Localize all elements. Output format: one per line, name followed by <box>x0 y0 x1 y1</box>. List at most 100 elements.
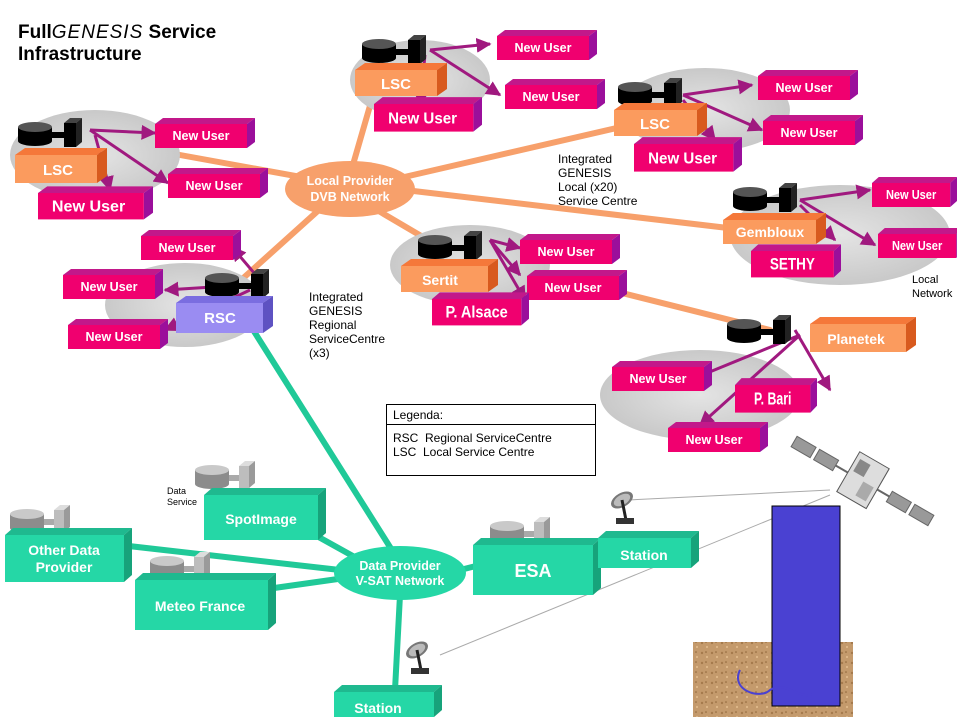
new-user-box: New User <box>527 270 627 300</box>
satellite-icon <box>790 435 935 527</box>
svg-text:New User: New User <box>388 110 457 128</box>
local-service-centre-note: Integrated GENESIS Local (x20) Service C… <box>558 152 637 208</box>
svg-text:New User: New User <box>776 81 833 95</box>
planetek-label: Planetek <box>827 331 885 347</box>
lsc-top-right: LSC <box>614 78 707 136</box>
new-user-box: New User <box>168 168 268 198</box>
title-prefix: Full <box>18 22 52 43</box>
svg-text:P. Bari: P. Bari <box>754 390 791 410</box>
page-title: FullGENESIS Service Infrastructure <box>18 22 216 66</box>
svg-text:New User: New User <box>648 150 717 168</box>
svg-text:New User: New User <box>186 179 243 193</box>
sethy-user-box: SETHY <box>751 244 841 278</box>
planetek-centre: Planetek <box>727 315 916 352</box>
new-user-box: New User <box>63 269 163 299</box>
note-line: Local (x20) <box>558 180 618 194</box>
p-alsace-user-box: P. Alsace <box>432 292 529 326</box>
lsc-top-left: LSC <box>15 118 107 183</box>
lsc-label: LSC <box>43 162 73 179</box>
legend-box: Legenda: RSC Regional ServiceCentre LSC … <box>386 404 596 476</box>
svg-text:New User: New User <box>86 330 143 344</box>
note-line: GENESIS <box>558 166 612 180</box>
svg-text:New User: New User <box>630 372 687 386</box>
legend-row: LSC Local Service Centre <box>393 445 535 459</box>
legend-header: Legenda: <box>387 405 595 425</box>
sertit-label: Sertit <box>422 272 458 288</box>
spotimage-provider: SpotImage <box>195 461 326 540</box>
sertit-centre: Sertit <box>401 231 498 292</box>
title-line2: Infrastructure <box>18 44 142 65</box>
ground-tower <box>693 505 853 717</box>
svg-text:P. Alsace: P. Alsace <box>445 304 508 322</box>
new-user-box: New User <box>668 422 768 452</box>
station-label: Station <box>620 547 667 563</box>
local-provider-dvb-network: Local Provider DVB Network <box>285 161 415 217</box>
other-data-provider: Other Data Provider <box>5 505 132 582</box>
new-user-box: New User <box>68 319 168 349</box>
new-user-box: New User <box>497 30 597 60</box>
svg-text:New User: New User <box>81 280 138 294</box>
gembloux-label: Gembloux <box>736 224 805 240</box>
svg-text:New User: New User <box>515 41 572 55</box>
svg-text:New User: New User <box>886 187 937 202</box>
new-user-box: New User <box>520 234 620 264</box>
data-network-label-2: V-SAT Network <box>356 574 445 588</box>
ground-station: Station <box>334 636 442 717</box>
note-line: Local <box>912 274 939 286</box>
esa-provider: ESA <box>473 517 601 595</box>
note-line: Data <box>167 486 187 496</box>
lsc-label: LSC <box>640 116 670 133</box>
new-user-box: New User <box>38 186 153 220</box>
svg-text:New User: New User <box>52 199 125 216</box>
svg-text:New User: New User <box>538 245 595 259</box>
note-line: Network <box>912 288 953 300</box>
legend-row: RSC Regional ServiceCentre <box>393 431 552 445</box>
title-suffix: Service <box>143 22 217 43</box>
regional-service-centre-note: Integrated GENESIS Regional ServiceCentr… <box>309 290 385 360</box>
lsc-label: LSC <box>381 76 411 93</box>
new-user-boxes: New User New User New User New User New … <box>38 30 957 452</box>
new-user-box: New User <box>763 115 863 145</box>
meteo-france-provider: Meteo France <box>135 552 276 630</box>
note-line: GENESIS <box>309 304 363 318</box>
new-user-box: New User <box>505 79 605 109</box>
svg-text:New User: New User <box>892 238 943 253</box>
rsc-label: RSC <box>204 310 236 327</box>
new-user-box: New User <box>872 177 957 207</box>
p-bari-user-box: P. Bari <box>735 378 817 413</box>
esa-station: Station <box>598 486 699 568</box>
data-service-note: Data Service <box>167 486 197 508</box>
spotimage-label: SpotImage <box>225 511 297 527</box>
title-genesis: GENESIS <box>51 22 144 43</box>
new-user-box: New User <box>155 118 255 148</box>
new-user-box: New User <box>141 230 241 260</box>
svg-text:New User: New User <box>523 90 580 104</box>
local-network-label-2: DVB Network <box>310 190 389 204</box>
new-user-box: New User <box>612 361 712 391</box>
lsc-top-center: LSC <box>355 35 447 96</box>
other-provider-label-2: Provider <box>36 559 93 575</box>
other-provider-label-1: Other Data <box>28 542 100 558</box>
gembloux-centre: Gembloux <box>723 183 826 244</box>
meteo-france-label: Meteo France <box>155 598 245 614</box>
rsc-centre: RSC <box>176 269 273 333</box>
note-line: Integrated <box>309 290 364 304</box>
new-user-box: New User <box>634 137 742 172</box>
new-user-box: New User <box>878 228 957 258</box>
station-label: Station <box>354 700 401 716</box>
new-user-box: New User <box>374 97 482 132</box>
new-user-box: New User <box>758 70 858 100</box>
svg-text:SETHY: SETHY <box>770 255 815 274</box>
local-network-note: Local Network <box>912 273 952 301</box>
satellite-links <box>439 489 831 656</box>
esa-label: ESA <box>514 561 551 581</box>
svg-text:New User: New User <box>545 281 602 295</box>
note-line: (x3) <box>309 346 330 360</box>
note-line: Integrated <box>558 152 613 166</box>
note-line: Service Centre <box>558 194 638 208</box>
note-line: ServiceCentre <box>309 332 386 346</box>
svg-text:New User: New User <box>781 126 838 140</box>
data-provider-vsat-network: Data Provider V-SAT Network <box>334 546 466 600</box>
local-network-label-1: Local Provider <box>307 174 394 188</box>
